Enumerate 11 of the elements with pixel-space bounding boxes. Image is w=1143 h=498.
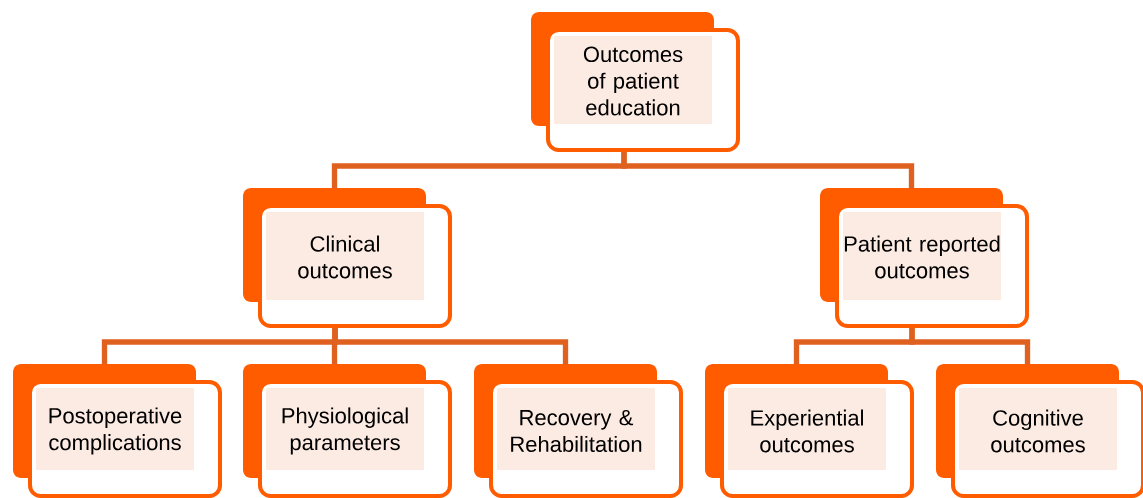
connector [621, 150, 915, 188]
process-box: Experiential outcomes [705, 364, 914, 498]
process-box: Outcomes of patient education [531, 12, 740, 152]
process-box: Physiological parameters [243, 364, 452, 498]
process-box: Postoperative complications [13, 364, 222, 498]
process-box: Clinical outcomes [243, 188, 452, 328]
process-box: Patient reported outcomes [820, 188, 1029, 328]
connector [909, 326, 1031, 364]
process-box: Cognitive outcomes [936, 364, 1143, 498]
process-box: Recovery & Rehabilitation [474, 364, 683, 498]
connector [332, 326, 569, 364]
